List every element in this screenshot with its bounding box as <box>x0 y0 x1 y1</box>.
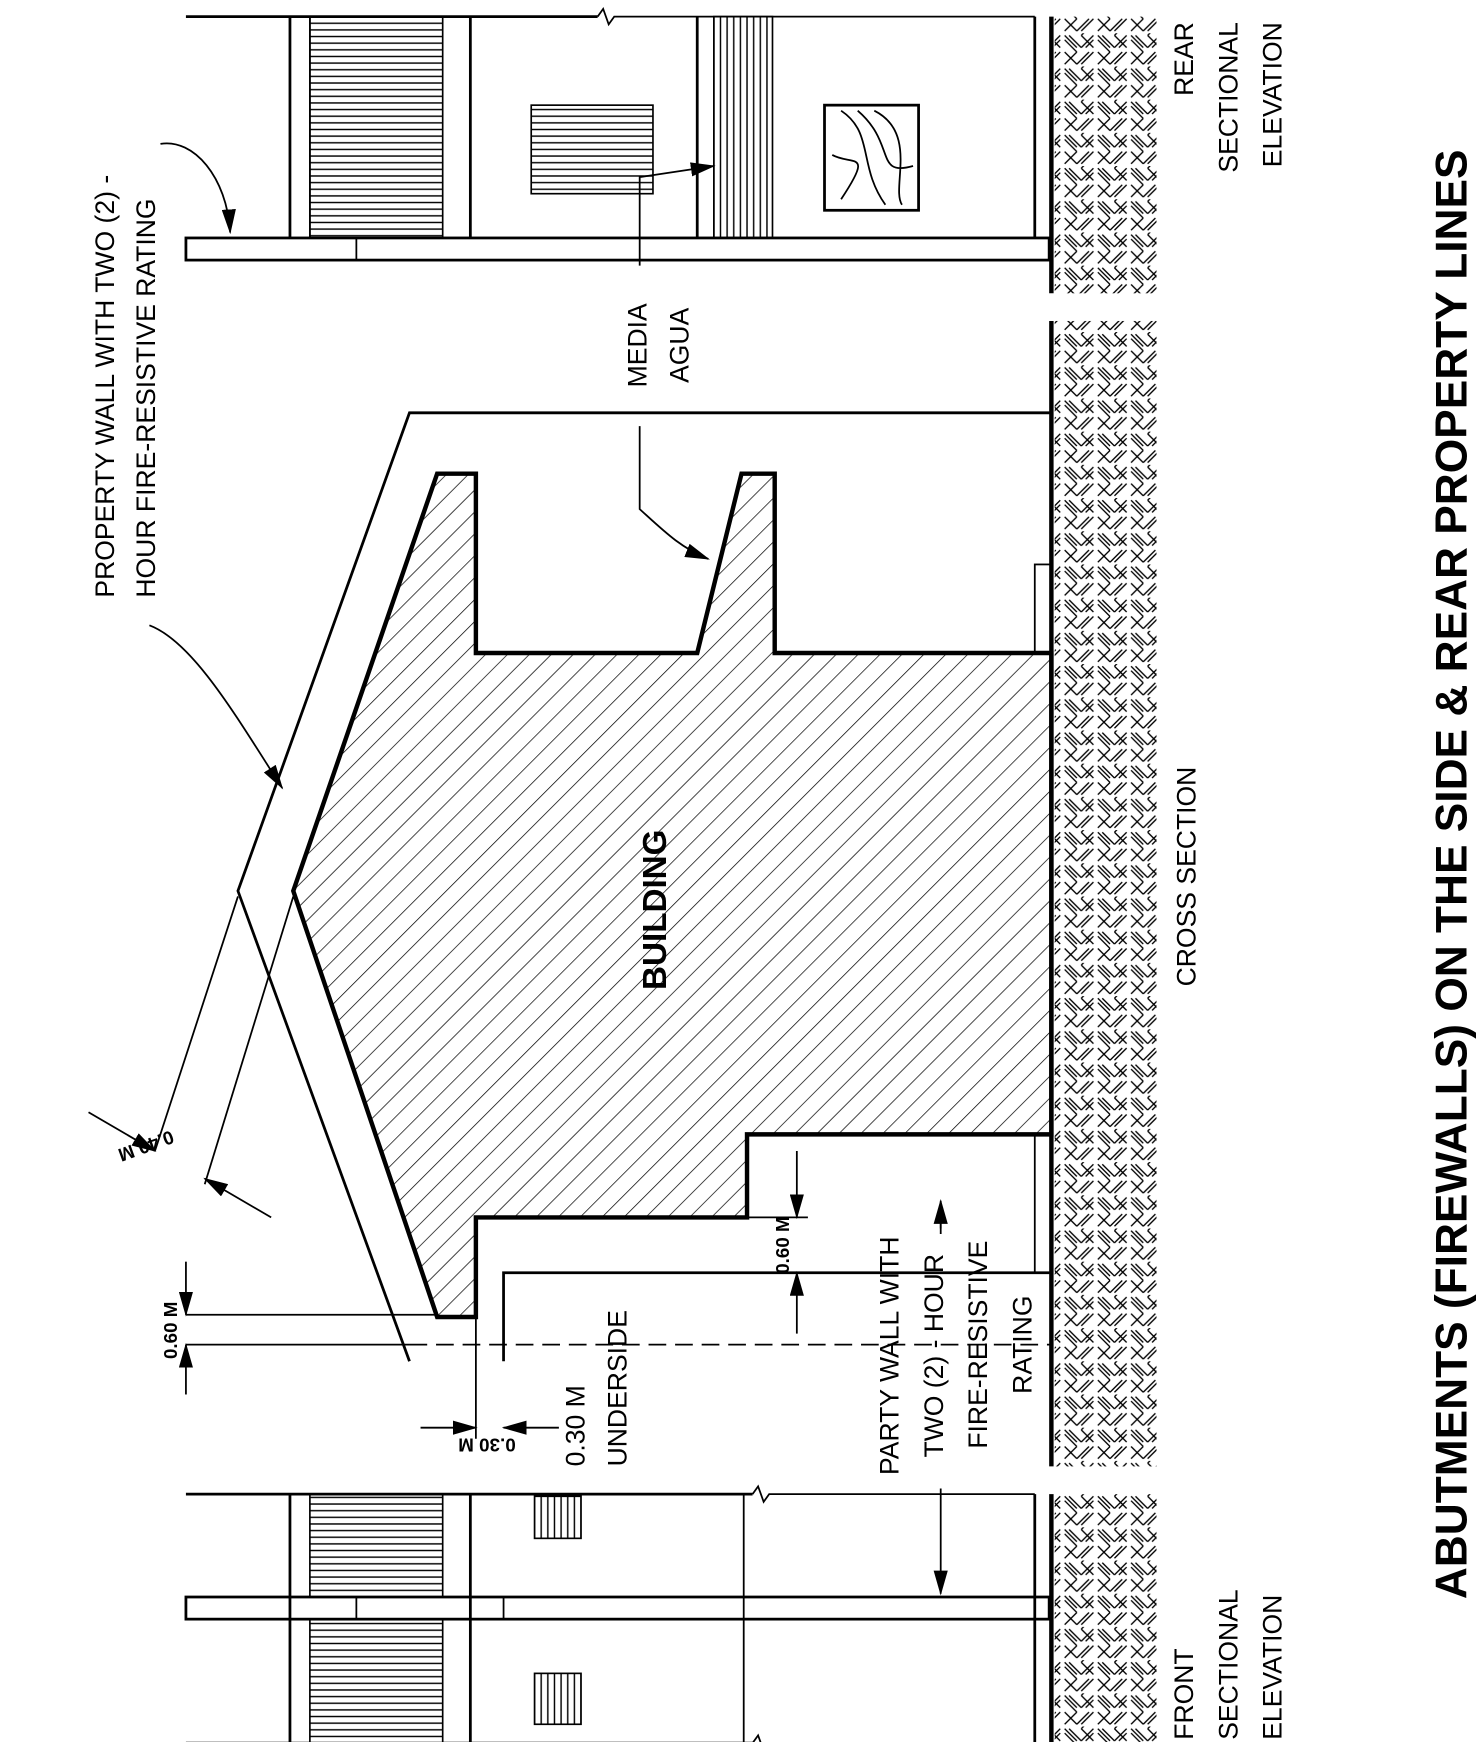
party-wall-label: PARTY WALL WITH <box>875 1237 905 1475</box>
rear-elevation-label: ELEVATION <box>1258 22 1288 167</box>
party-wall-label: RATING <box>1007 1296 1037 1394</box>
underside-label: UNDERSIDE <box>602 1310 632 1466</box>
underside-label: 0.30 M <box>560 1385 590 1466</box>
dimension-0-30m: 0.30 M <box>458 1435 515 1456</box>
dimension-0-60m-right: 0.60 M <box>772 1216 793 1273</box>
rear-sectional-elevation <box>160 6 1051 262</box>
media-agua-label: MEDIA <box>622 303 652 387</box>
party-wall-label: TWO (2) - HOUR <box>919 1254 949 1457</box>
front-elevation-label: SECTIONAL <box>1213 1589 1243 1739</box>
dimension-0-60m-left: 0.60 M <box>160 1302 181 1359</box>
labels: PROPERTY WALL WITH TWO (2) - HOUR FIRE-R… <box>90 22 1476 1740</box>
front-elevation-label: FRONT <box>1169 1648 1199 1739</box>
front-elevation-label: ELEVATION <box>1258 1595 1288 1740</box>
media-agua-label: AGUA <box>664 307 694 383</box>
property-wall-label: PROPERTY WALL WITH TWO (2) - <box>90 175 120 598</box>
building-label: BUILDING <box>637 830 674 990</box>
rear-elevation-label: REAR <box>1169 22 1199 96</box>
cross-section-label: CROSS SECTION <box>1171 767 1201 987</box>
cross-section <box>88 162 1054 1596</box>
diagram-title: ABUTMENTS (FIREWALLS) ON THE SIDE & REAR… <box>1427 149 1476 1599</box>
rear-elevation-label: SECTIONAL <box>1213 22 1243 172</box>
dimension-0-40m: 0.40 M <box>116 1126 177 1165</box>
party-wall-label: FIRE-RESISTIVE <box>963 1241 993 1449</box>
building-hatch <box>290 471 1054 1320</box>
front-sectional-elevation <box>184 1484 1051 1742</box>
property-wall-label: HOUR FIRE-RESISTIVE RATING <box>131 198 161 597</box>
ground <box>1049 16 1157 1742</box>
